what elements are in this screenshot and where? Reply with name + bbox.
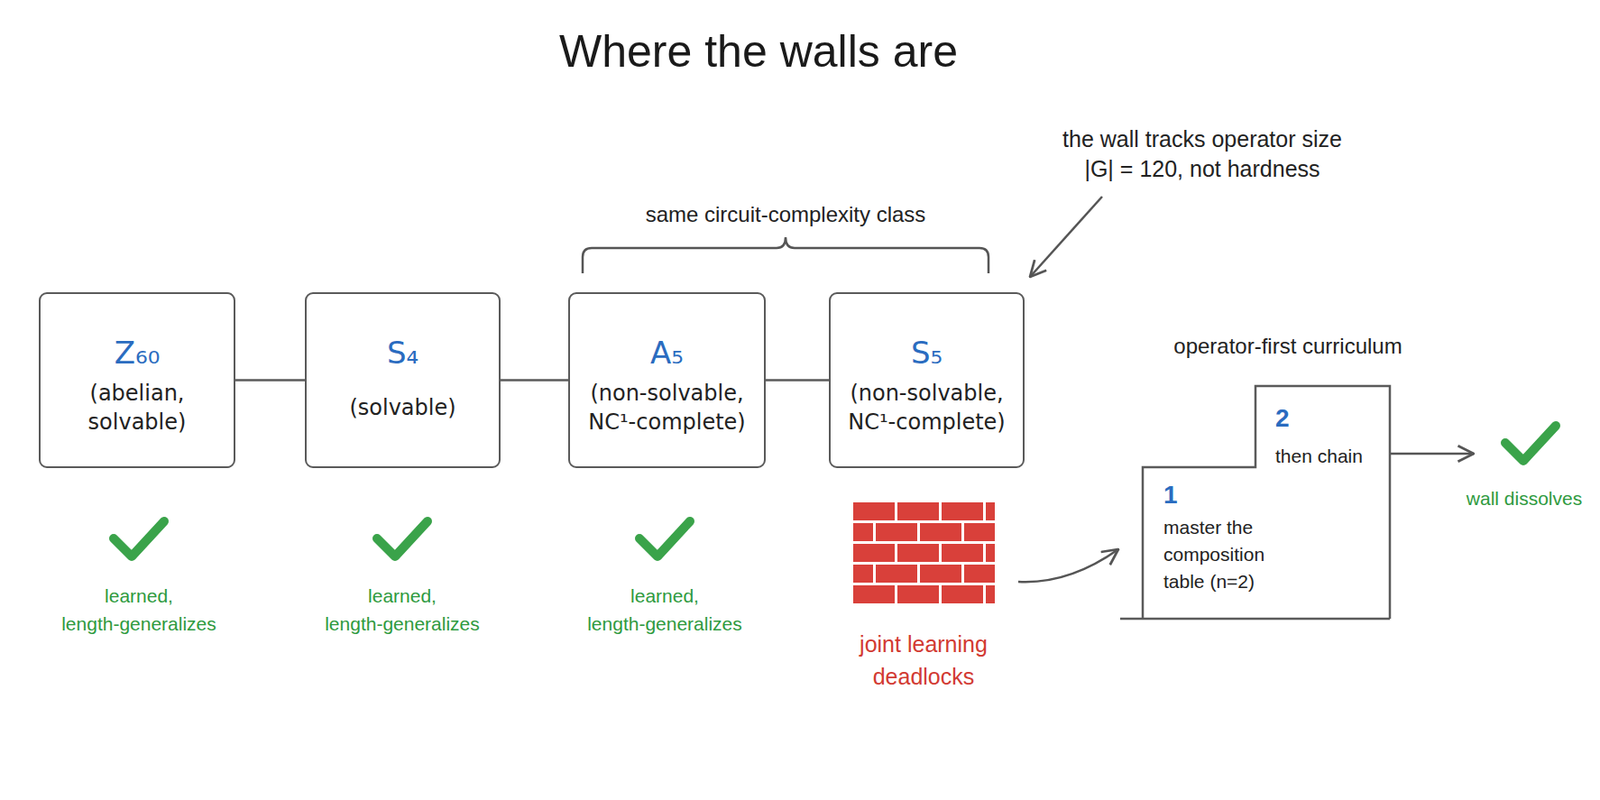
text-word: (solvable) (349, 395, 456, 421)
step-text: master the composition table (n=2) (1163, 514, 1281, 596)
text-word: joint (859, 631, 902, 657)
text-word: curriculum (1302, 333, 1403, 359)
step-number: 1 (1163, 479, 1200, 511)
text-word: class (876, 202, 927, 227)
text-word: length-generalizes (324, 613, 480, 635)
text-word: table (1163, 570, 1205, 592)
group-name: S₅ (910, 333, 943, 372)
curriculum-heading: operator-first curriculum (1143, 332, 1433, 360)
step-text: then chain (1275, 442, 1402, 470)
brace-bracket (582, 237, 989, 274)
text-word: same (645, 202, 699, 227)
stairs-outline (1120, 386, 1390, 619)
curved-arrow (1018, 549, 1119, 582)
group-box: S₅ (non-solvable, NC¹-complete) (828, 292, 1025, 469)
text-word: Z₆₀ (114, 334, 161, 371)
text-word: learned, (104, 585, 174, 607)
curriculum-steps: operator-first curriculum 1 master the com… (1109, 329, 1417, 627)
callout-note: the wall tracks operator size |G| = 120,… (1053, 124, 1352, 184)
text-word: tracks (1145, 126, 1206, 152)
status-label: joint learning deadlocks (833, 627, 1014, 693)
text-word: dissolves (1504, 487, 1582, 509)
text-word: 120, (1139, 156, 1184, 182)
stairs-outline-svg (1109, 329, 1417, 627)
status-label: learned, length-generalizes (570, 581, 760, 638)
text-word: circuit-complexity (704, 202, 871, 227)
text-word: the (704, 26, 768, 77)
text-word: NC¹-complete) (847, 409, 1005, 435)
bracket-label: same circuit-complexity class (596, 201, 975, 229)
group-property: (solvable) (349, 393, 456, 423)
node-body: (solvable) (349, 371, 456, 467)
text-word: A₅ (650, 334, 684, 371)
group-name: Z₆₀ (114, 333, 161, 372)
text-word: wall (1100, 126, 1140, 152)
text-word: solvable) (88, 409, 187, 435)
text-word: composition (1163, 543, 1265, 565)
group-box: A₅ (non-solvable, NC¹-complete) (568, 292, 766, 469)
text-word: the (1062, 126, 1095, 152)
text-word: learned, (630, 585, 699, 607)
text-word: chain (1317, 445, 1363, 467)
group-box: Z₆₀ (abelian, solvable) (38, 292, 236, 469)
text-word: (non-solvable, (589, 380, 744, 406)
text-word: length-generalizes (61, 613, 217, 635)
status-label: wall dissolves (1434, 486, 1600, 512)
text-word: length-generalizes (587, 613, 743, 635)
check-mark (639, 521, 690, 557)
text-word: wall (1466, 487, 1499, 509)
node-body: (non-solvable, NC¹-complete) (837, 371, 1016, 467)
check-mark (377, 521, 428, 557)
text-word: learning (907, 631, 988, 657)
group-property: (non-solvable, NC¹-complete) (577, 378, 757, 437)
text-word: master (1163, 516, 1222, 538)
group-name: A₅ (650, 333, 684, 372)
group-box: S₄ (solvable) (304, 292, 501, 469)
node-body: (abelian, solvable) (47, 371, 227, 467)
brick-wall (853, 502, 995, 604)
text-word: 2 (1275, 404, 1290, 433)
node-body: (non-solvable, NC¹-complete) (577, 371, 757, 467)
group-name: S₄ (386, 333, 419, 372)
text-word: hardness (1227, 156, 1321, 182)
text-word: deadlocks (873, 663, 975, 690)
result-arrow (1389, 452, 1474, 456)
status-label: learned, length-generalizes (44, 581, 234, 638)
connector-line (235, 378, 305, 382)
group-property: (abelian, solvable) (47, 378, 227, 437)
text-word: not (1189, 156, 1222, 182)
text-word: operator-first (1173, 333, 1297, 359)
text-word: (non-solvable, (849, 380, 1003, 406)
callout-arrow (1029, 196, 1103, 277)
status-label: learned, length-generalizes (307, 581, 497, 638)
text-word: (n=2) (1209, 570, 1255, 592)
text-word: walls (780, 26, 881, 77)
text-word: 1 (1163, 480, 1178, 509)
text-word: then (1275, 445, 1313, 467)
text-word: the (1226, 516, 1253, 538)
connector-line (765, 378, 829, 382)
text-word: learned, (367, 585, 437, 607)
text-word: are (892, 26, 958, 77)
step-number: 2 (1275, 403, 1312, 434)
text-word: S₄ (386, 334, 419, 371)
text-word: NC¹-complete) (588, 409, 745, 435)
check-mark (113, 521, 165, 557)
text-word: |G| (1084, 156, 1113, 182)
check-mark (1505, 425, 1556, 461)
text-word: Where (559, 26, 692, 77)
text-word: size (1302, 126, 1343, 152)
text-word: (abelian, (90, 380, 185, 406)
diagram-title: Where the walls are (397, 23, 1120, 80)
text-word: operator (1211, 126, 1296, 152)
connector-line (500, 378, 569, 382)
text-word: S₅ (910, 334, 943, 371)
text-word: = (1120, 156, 1134, 182)
group-property: (non-solvable, NC¹-complete) (837, 378, 1016, 437)
